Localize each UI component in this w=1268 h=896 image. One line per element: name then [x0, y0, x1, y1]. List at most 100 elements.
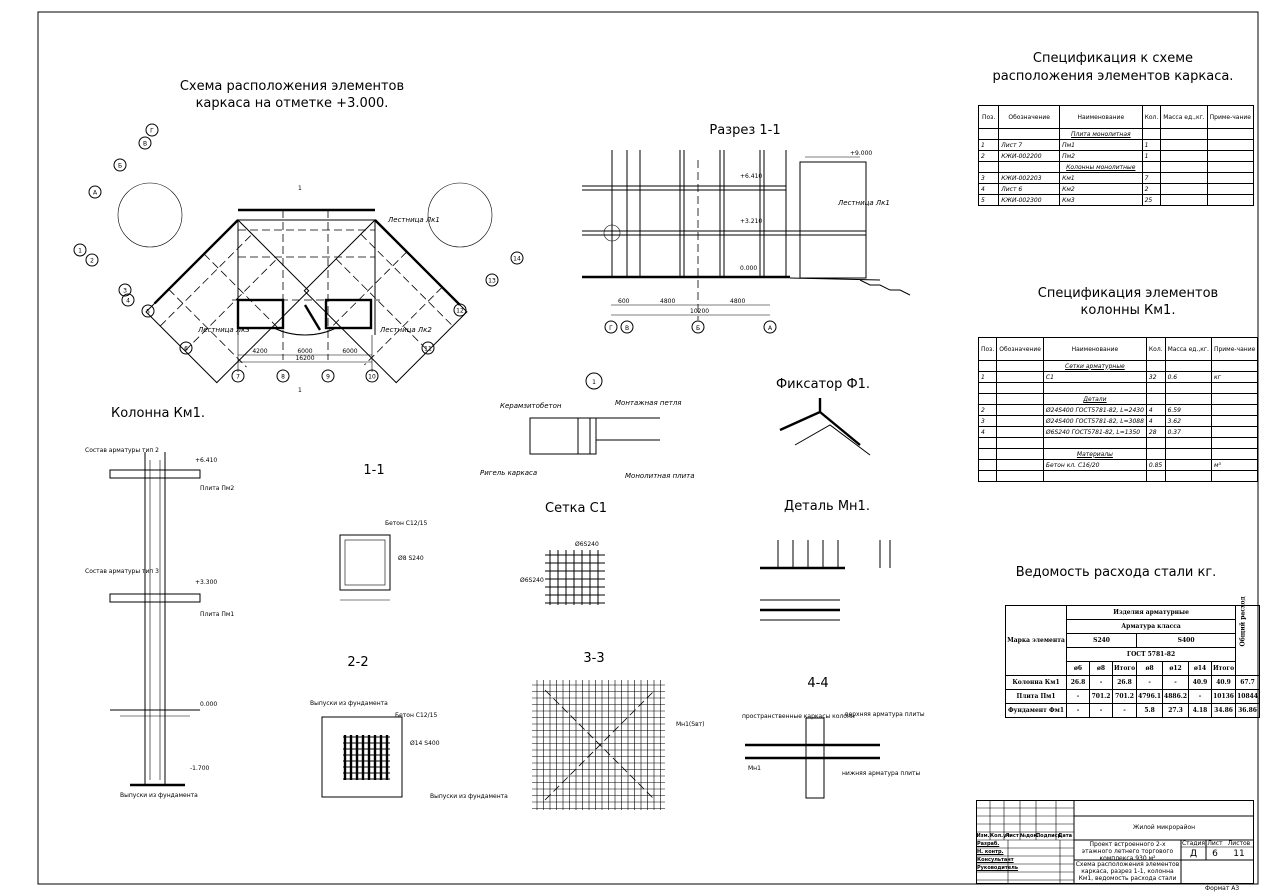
spec-cell — [996, 459, 1044, 471]
spec-cell — [1164, 360, 1212, 372]
spec-cell — [1206, 194, 1255, 206]
axis-label: Г — [609, 325, 613, 332]
steel-cell: 67.7 — [1235, 675, 1260, 690]
spec1-title-line2: расположения элементов каркаса. — [993, 69, 1234, 84]
spec-cell: 2 — [977, 150, 1000, 162]
column-mark-3300: +3.300 — [195, 579, 217, 586]
title-block-stage-header: Стадия — [1181, 840, 1206, 847]
title-block-sheets-header: Листов — [1227, 840, 1251, 847]
spec-cell: 0.37 — [1164, 426, 1212, 438]
spec-cell: 2 — [977, 404, 998, 416]
spec-cell — [1164, 470, 1212, 482]
column-label-outlets: Выпуски из фундамента — [120, 792, 198, 799]
sheet-format: Формат А3 — [1205, 885, 1239, 892]
spec-cell — [977, 437, 998, 449]
spec-cell: 1 — [977, 139, 1000, 151]
cut-4-4-drawing: пространственные каркасы колонн верхняя … — [742, 711, 925, 799]
spec-cell: КЖИ-002200 — [998, 150, 1061, 162]
column-label-slab1: Плита Пм1 — [200, 611, 234, 618]
axis-label: В — [143, 141, 147, 148]
spec-cell: Колонны монолитные — [1059, 161, 1143, 173]
column-title: Колонна Км1. — [111, 406, 205, 421]
steel-cell: - — [1136, 675, 1164, 690]
spec-cell — [977, 128, 1000, 140]
spec-cell — [1210, 437, 1259, 449]
section-mark-top: +9.000 — [850, 150, 872, 157]
spec-cell — [1042, 382, 1147, 394]
steel-cell: 27.3 — [1162, 703, 1190, 718]
axis-bubble — [421, 341, 435, 355]
column-mark-6410: +6.410 — [195, 457, 217, 464]
spec-cell — [1210, 382, 1259, 394]
spec-cell: С1 — [1042, 371, 1147, 383]
steel-cell: 40.9 — [1188, 675, 1213, 690]
cut-2-2-rebar: Ø14 S400 — [410, 740, 440, 747]
spec-row: Материалы — [977, 448, 1259, 460]
spec-cell: Бетон кл. С16/20 — [1042, 459, 1147, 471]
steel-cell: Плита Пм1 — [1005, 689, 1067, 704]
steel-cell: 701.2 — [1111, 689, 1138, 704]
spec-cell — [996, 393, 1044, 405]
spec-cell: 1 — [1141, 150, 1162, 162]
column-label-slab2: Плита Пм2 — [200, 485, 234, 492]
steel-cell: - — [1089, 675, 1113, 690]
node-label-keramzit: Керамзитобетон — [500, 402, 562, 410]
section-dim-total: 10200 — [690, 308, 709, 315]
spec-header-cell: Обозначение — [996, 337, 1044, 361]
steel-cell: - — [1066, 703, 1090, 718]
spec-cell — [1160, 161, 1208, 173]
spec-cell — [1164, 459, 1212, 471]
spec-cell — [977, 470, 998, 482]
title-block-col-header: Подпись — [1036, 833, 1061, 839]
title-block-role: Разраб. — [977, 841, 1000, 847]
axis-label: 9 — [326, 374, 330, 381]
spec-row — [977, 382, 1259, 394]
spec-header-cell: Поз. — [977, 105, 1000, 129]
cut-2-2-outlets-b: Выпуски из фундамента — [430, 793, 508, 800]
spec-cell — [1206, 139, 1255, 151]
steel-col-header: ø8 — [1136, 661, 1164, 676]
cut-2-2-concrete: Бетон С12/15 — [395, 712, 437, 719]
steel-cell: 5.8 — [1136, 703, 1164, 718]
spec-cell: 7 — [1141, 172, 1162, 184]
steel-cell: - — [1162, 675, 1190, 690]
spec-cell — [1160, 150, 1208, 162]
plan-title-line2: каркаса на отметке +3.000. — [196, 96, 389, 111]
steel-cell: 26.8 — [1066, 675, 1090, 690]
axis-bubble — [453, 303, 467, 317]
cut-4-4-mn1: Мн1 — [748, 765, 761, 772]
spec-header-cell: Масса ед.,кг. — [1160, 105, 1208, 129]
axis-bubble — [485, 273, 499, 287]
spec-cell: 4 — [1145, 404, 1166, 416]
detail-mn1-drawing — [760, 540, 891, 621]
title-block-sheet-title: Схема расположения элементов каркаса, ра… — [1075, 861, 1180, 882]
spec-cell: Ø24S400 ГОСТ5781-82, L=2430 — [1042, 404, 1147, 416]
cut-1-1-rebar: Ø8 S240 — [398, 555, 424, 562]
spec-cell: 4 — [977, 426, 998, 438]
spec-cell — [1160, 172, 1208, 184]
spec-cell — [1145, 393, 1166, 405]
steel-col-header: ø14 — [1188, 661, 1213, 676]
spec-cell — [1164, 448, 1212, 460]
spec-cell — [1160, 194, 1208, 206]
spec-cell: Ø24S400 ГОСТ5781-82, L=3088 — [1042, 415, 1147, 427]
cut-1-1-concrete: Бетон С12/15 — [385, 520, 427, 527]
spec-row — [977, 437, 1259, 449]
axis-label: 11 — [424, 346, 432, 353]
axis-bubble — [121, 293, 135, 307]
spec-cell: Лист 6 — [998, 183, 1061, 195]
axis-bubble — [231, 369, 245, 383]
steel-cell: 36.86 — [1235, 703, 1260, 718]
steel-header-gost: ГОСТ 5781-82 — [1065, 647, 1237, 662]
spec-cell: Пм2 — [1059, 150, 1143, 162]
title-block-role: Руководитель — [977, 865, 1019, 871]
steel-cell: - — [1188, 689, 1213, 704]
node-label-slab: Монолитная плита — [625, 472, 695, 480]
